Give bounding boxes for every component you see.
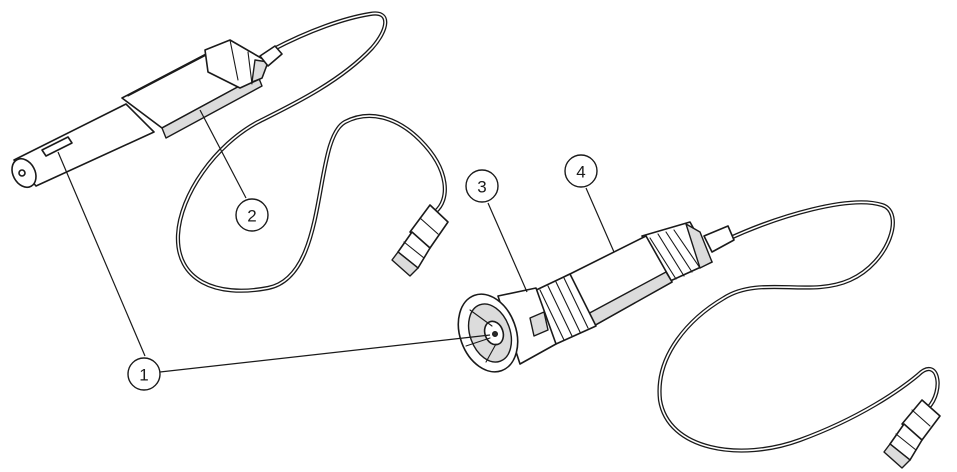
probe-b: [448, 202, 940, 468]
probe-a-connector: [392, 205, 448, 276]
probe-b-body: [448, 222, 734, 380]
callout-1-label: 1: [139, 366, 148, 385]
callout-2-label: 2: [247, 207, 256, 226]
callout-3: 3: [466, 170, 498, 202]
leader-3: [488, 203, 527, 292]
probe-b-connector: [884, 400, 940, 468]
probe-a-body: [7, 40, 282, 191]
callout-4-label: 4: [576, 163, 585, 182]
probe-a: [7, 13, 448, 290]
leader-4: [586, 188, 614, 252]
callout-3-label: 3: [477, 178, 486, 197]
leader-2: [200, 110, 246, 198]
callout-2: 2: [236, 199, 268, 231]
callout-4: 4: [565, 155, 597, 187]
leader-1b: [160, 335, 490, 372]
callout-1: 1: [128, 358, 160, 390]
leader-1a: [58, 152, 145, 356]
